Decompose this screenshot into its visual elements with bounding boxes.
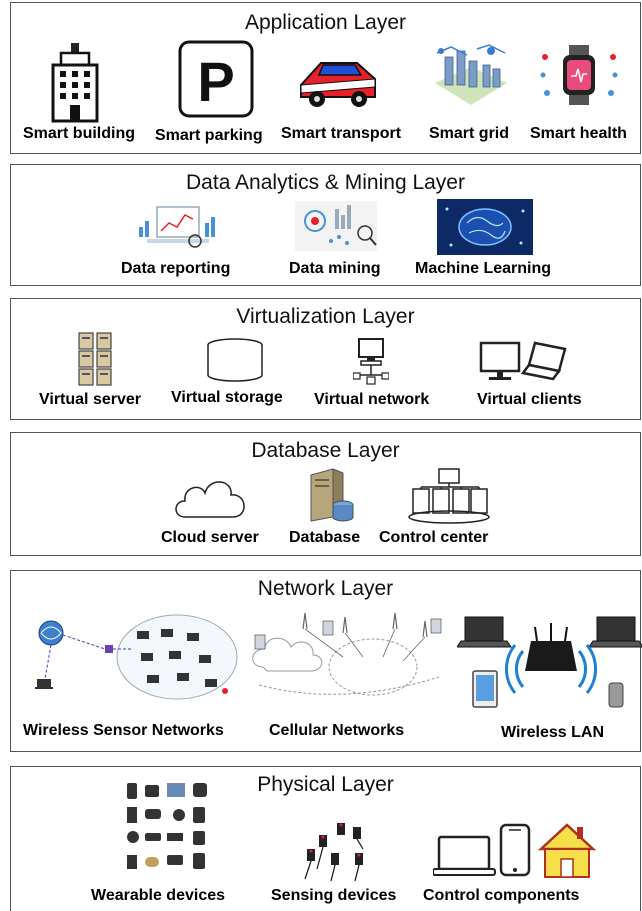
- cloud-icon: [171, 471, 251, 525]
- smartwatch-icon: [539, 43, 619, 107]
- item-label-virtual-network: Virtual network: [314, 391, 430, 408]
- server-stack-icon: [75, 331, 115, 387]
- smart-grid-icon: [431, 43, 511, 113]
- item-label-smart-building: Smart building: [23, 125, 135, 142]
- item-label-virtual-storage: Virtual storage: [171, 389, 283, 406]
- sensor-network-icon: [29, 607, 239, 707]
- database-server-icon: [303, 467, 357, 523]
- item-label-database: Database: [289, 529, 361, 546]
- network-computer-icon: [353, 337, 389, 385]
- car-icon: [297, 49, 381, 113]
- item-label-smart-health: Smart health: [530, 125, 627, 142]
- item-label-smart-transport: Smart transport: [281, 125, 402, 142]
- application-layer: Application Layer Smart building P Smart…: [10, 2, 641, 154]
- item-label-virtual-server: Virtual server: [39, 391, 141, 408]
- database-layer: Database Layer Cloud server Database Con…: [10, 432, 641, 556]
- data-mining-icon: [291, 197, 381, 255]
- storage-cylinder-icon: [205, 337, 265, 383]
- sensors-icon: [297, 819, 373, 883]
- laptop-phone-house-icon: [433, 823, 603, 883]
- item-label-smart-grid: Smart grid: [429, 125, 510, 142]
- building-icon: [49, 43, 101, 123]
- data-analytics-mining-layer: Data Analytics & Mining Layer Data repor…: [10, 164, 641, 286]
- cellular-network-icon: [243, 607, 453, 713]
- brain-icon: [437, 199, 533, 255]
- item-label-wireless-lan: Wireless LAN: [501, 724, 604, 741]
- item-label-wearable-devices: Wearable devices: [91, 887, 226, 904]
- item-label-control-center: Control center: [379, 529, 489, 546]
- item-label-cellular-networks: Cellular Networks: [269, 722, 405, 739]
- item-label-data-reporting: Data reporting: [121, 260, 231, 277]
- item-label-machine-learning: Machine Learning: [415, 260, 552, 277]
- network-layer: Network Layer Wireless Sensor Networks: [10, 570, 642, 752]
- item-label-wireless-sensor-networks: Wireless Sensor Networks: [23, 722, 224, 739]
- layer-title: Network Layer: [257, 577, 394, 600]
- chart-report-icon: [133, 199, 223, 255]
- item-label-smart-parking: Smart parking: [155, 127, 263, 144]
- wearables-grid-icon: [117, 777, 223, 887]
- layer-title: Virtualization Layer: [236, 305, 415, 328]
- layer-title: Application Layer: [244, 11, 407, 34]
- item-label-sensing-devices: Sensing devices: [271, 887, 397, 904]
- wireless-router-icon: [457, 597, 642, 717]
- item-label-virtual-clients: Virtual clients: [477, 391, 582, 408]
- svg-text:P: P: [197, 50, 234, 113]
- item-label-cloud-server: Cloud server: [161, 529, 259, 546]
- item-label-data-mining: Data mining: [289, 260, 381, 277]
- virtualization-layer: Virtualization Layer Virtual server Virt…: [10, 298, 641, 420]
- layer-title: Physical Layer: [257, 773, 394, 796]
- monitor-laptop-icon: [479, 339, 575, 383]
- item-label-control-components: Control components: [423, 887, 580, 904]
- parking-icon: P: [177, 39, 255, 119]
- layer-title: Database Layer: [251, 439, 400, 462]
- server-cluster-icon: [407, 467, 491, 525]
- physical-layer: Physical Layer Wearable devices Sensing …: [10, 766, 641, 911]
- layer-title: Data Analytics & Mining Layer: [186, 171, 465, 194]
